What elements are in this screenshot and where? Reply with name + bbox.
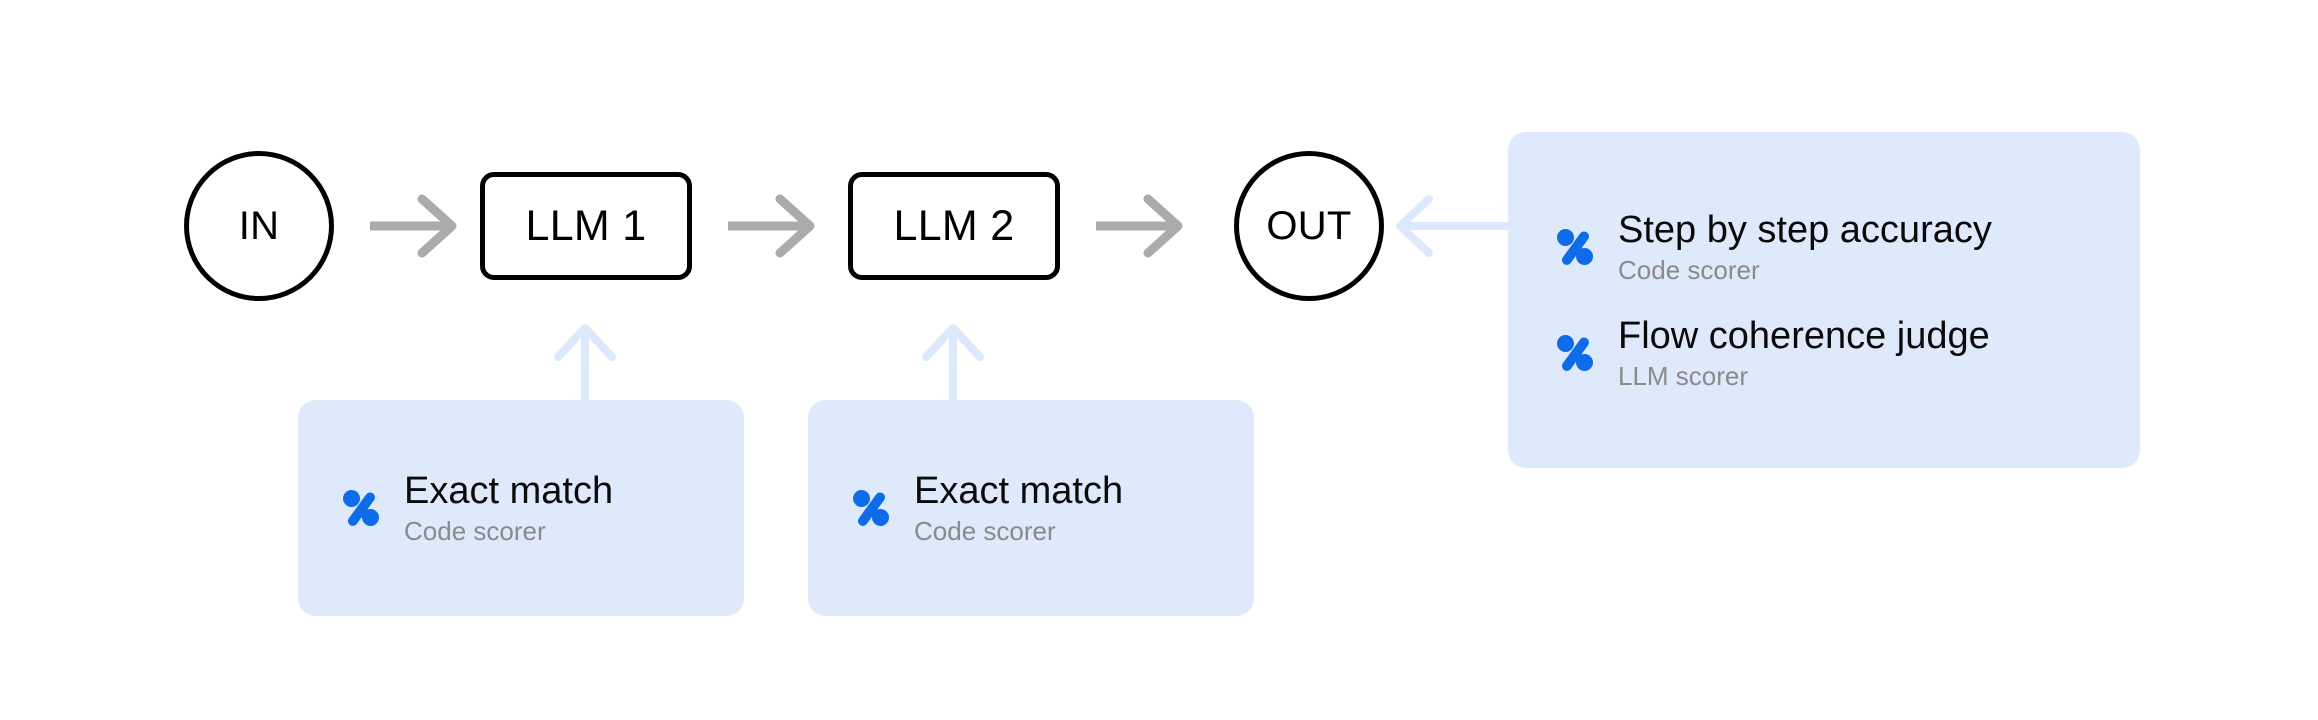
node-llm2[interactable]: LLM 2 [848, 172, 1060, 280]
scorer-title: Exact match [914, 469, 1124, 512]
scorer-item[interactable]: Step by step accuracy Code scorer [1554, 208, 2140, 286]
scorer-item[interactable]: Flow coherence judge LLM scorer [1554, 314, 2140, 392]
scorer-text: Exact match Code scorer [404, 469, 613, 547]
node-llm1-label: LLM 1 [525, 201, 647, 250]
percent-scorer-icon [853, 489, 889, 526]
scorer-subtitle: Code scorer [404, 515, 546, 546]
scorer-subtitle: Code scorer [1618, 254, 1760, 285]
percent-scorer-icon [1557, 335, 1593, 371]
scorer-card-llm1[interactable]: Exact match Code scorer [298, 400, 744, 616]
scorer-title: Flow coherence judge [1618, 315, 1990, 357]
scorer-card-llm2[interactable]: Exact match Code scorer [808, 400, 1254, 616]
scorer-panel-out[interactable]: Step by step accuracy Code scorer Flow c… [1508, 132, 2140, 468]
scorer-item[interactable]: Exact match Code scorer [298, 469, 744, 547]
percent-scorer-icon [343, 489, 379, 526]
node-in-label: IN [238, 204, 280, 248]
percent-scorer-icon [1557, 228, 1593, 265]
scorer-text: Step by step accuracy Code scorer [1618, 208, 1992, 286]
node-llm2-label: LLM 2 [893, 201, 1015, 250]
scorer-arrow-card2-to-llm2 [922, 324, 984, 400]
node-in[interactable]: IN [184, 151, 334, 301]
scorer-item[interactable]: Exact match Code scorer [808, 469, 1254, 547]
scorer-subtitle: LLM scorer [1618, 360, 1749, 391]
scorer-title: Exact match [404, 469, 614, 512]
flow-arrow-in-to-llm1 [370, 194, 457, 258]
flow-arrow-llm2-to-out [1096, 194, 1183, 258]
scorer-title: Step by step accuracy [1618, 208, 1992, 251]
node-llm1[interactable]: LLM 1 [480, 172, 692, 280]
scorer-arrow-card1-to-llm1 [554, 324, 616, 400]
scorer-text: Exact match Code scorer [914, 469, 1123, 547]
flow-arrow-llm1-to-llm2 [728, 194, 815, 258]
node-out[interactable]: OUT [1234, 151, 1384, 301]
node-out-label: OUT [1266, 204, 1352, 248]
scorer-arrow-panel-to-out [1396, 195, 1508, 257]
scorer-text: Flow coherence judge LLM scorer [1618, 314, 1990, 392]
scorer-subtitle: Code scorer [914, 515, 1056, 546]
